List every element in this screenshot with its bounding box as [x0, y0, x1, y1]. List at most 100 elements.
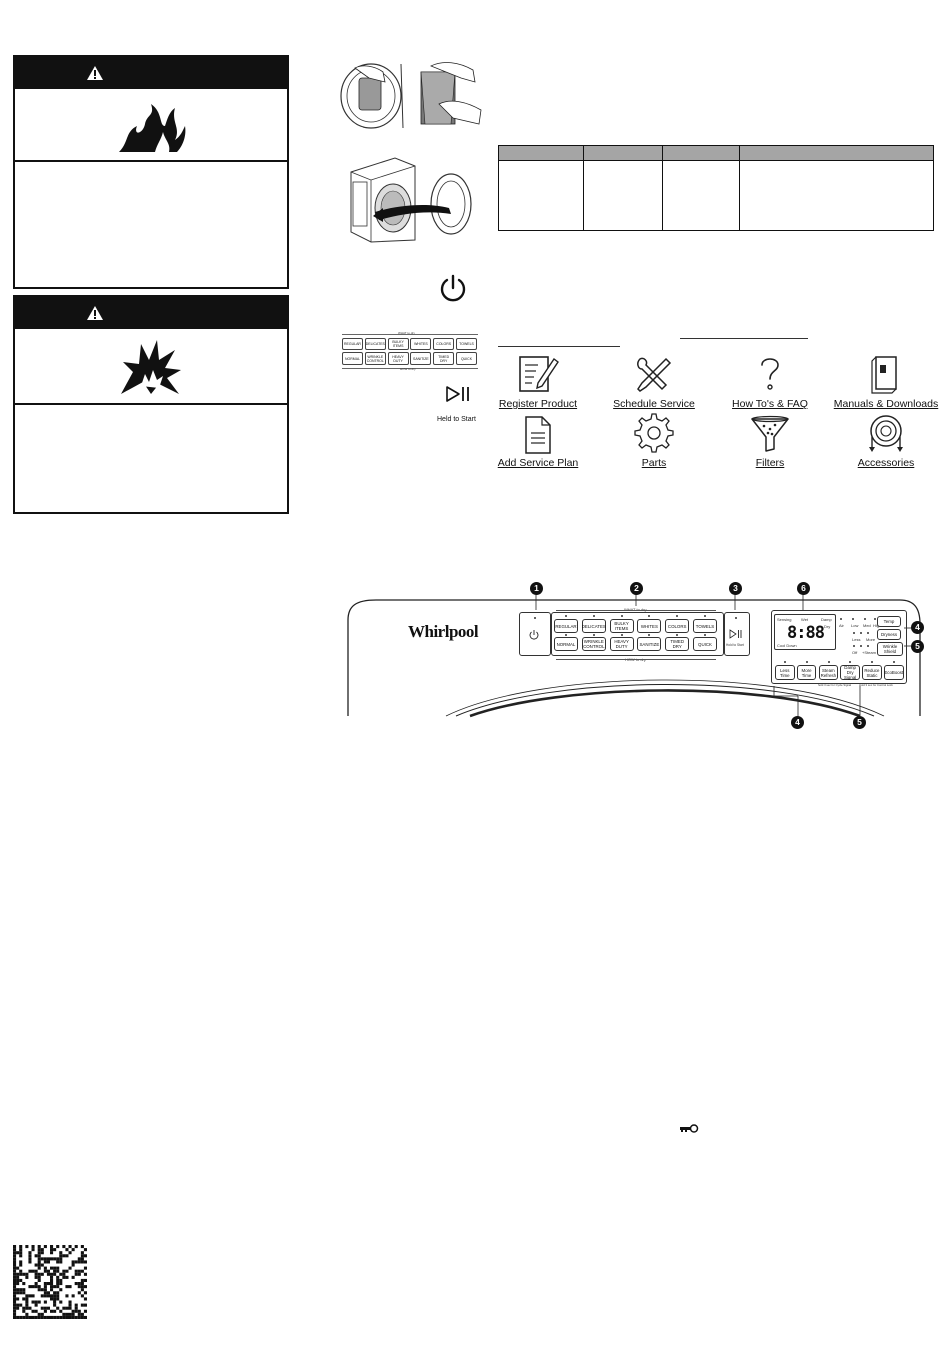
link-manuals-downloads[interactable]: Manuals & Downloads — [826, 352, 946, 412]
link-label[interactable]: Manuals & Downloads — [833, 398, 939, 410]
option-button[interactable]: Damp Dry Signal — [840, 665, 860, 680]
lint-screen-removal-illustration — [340, 62, 482, 129]
link-schedule-service[interactable]: Schedule Service — [594, 352, 714, 412]
document-icon — [525, 416, 551, 454]
power-icon — [440, 274, 466, 302]
cycle-button[interactable]: SANITIZE — [637, 637, 662, 651]
cycle-button[interactable]: QUICK — [693, 637, 717, 651]
option-led — [893, 661, 895, 663]
link-label[interactable]: Add Service Plan — [497, 457, 579, 469]
cycle-signal-note: hold 3 sec for Cycle Signal — [818, 683, 852, 687]
callout-badge: 5 — [911, 640, 924, 653]
options-frame — [771, 610, 907, 684]
time-readout: 8:88 — [787, 623, 825, 643]
fire-icon — [119, 103, 186, 152]
option-led — [849, 661, 852, 663]
option-button[interactable]: More Time — [796, 665, 817, 680]
cycle-button[interactable]: TOWELS — [693, 619, 717, 633]
strip-cycle-chip: NORMAL — [342, 352, 363, 365]
cycle-led — [592, 634, 595, 636]
strip-cycle-chip: BULKY ITEMS — [387, 338, 409, 350]
fire-pictogram — [15, 89, 287, 162]
section-rule — [680, 338, 808, 339]
control-lock-note: Hold 3 sec for Control Lock — [859, 683, 893, 687]
link-label[interactable]: Parts — [641, 457, 667, 469]
option-button[interactable]: Less Time — [775, 665, 795, 680]
link-how-tos-faq[interactable]: How To's & FAQ — [710, 352, 830, 412]
cycle-led — [704, 634, 706, 636]
strip-cycle-chip: SANITIZE — [410, 352, 432, 365]
dryness-button[interactable]: Dryness — [877, 629, 901, 640]
strip-cycle-chip: REGULAR — [342, 338, 363, 350]
cycle-led — [704, 615, 706, 617]
cycle-button[interactable]: NORMAL — [554, 637, 578, 651]
link-label[interactable]: How To's & FAQ — [732, 398, 808, 410]
callout-badge: 6 — [797, 582, 810, 595]
link-label[interactable]: Accessories — [857, 457, 915, 469]
cycle-button[interactable]: TIMED DRY — [665, 637, 690, 651]
hose-icon — [869, 415, 903, 452]
strip-cycle-chip: WHITES — [410, 338, 432, 350]
link-label[interactable]: Filters — [755, 457, 785, 469]
cycle-button[interactable]: BULKY ITEMS — [609, 619, 634, 633]
dryer-door-illustration — [350, 157, 472, 243]
wrinkle-shield-button[interactable]: Wrinkle Shield — [877, 642, 903, 656]
cycle-led — [565, 615, 567, 617]
temp-button[interactable]: Temp — [877, 616, 901, 627]
start-pause-button-icon[interactable] — [729, 629, 743, 639]
option-led — [827, 661, 830, 663]
option-button[interactable]: EcoBoost — [884, 665, 904, 680]
register-icon — [519, 356, 559, 392]
what-to-dry-label: WHAT to dry — [624, 607, 647, 612]
link-parts[interactable]: Parts — [594, 412, 714, 472]
cycle-led — [676, 634, 679, 636]
option-button[interactable]: Reduce Static — [862, 665, 882, 680]
cycle-button[interactable]: REGULAR — [554, 619, 578, 633]
strip-cycle-chip: TIMED DRY — [433, 352, 455, 365]
cycle-button[interactable]: DELICATES — [582, 619, 606, 633]
cycle-led — [565, 634, 567, 636]
link-accessories[interactable]: Accessories — [826, 412, 946, 472]
explosion-pictogram — [15, 329, 287, 405]
cycle-button[interactable]: WHITES — [637, 619, 662, 633]
warning-triangle-icon — [87, 66, 103, 80]
cycle-button[interactable]: HEAVY DUTY — [609, 637, 634, 651]
option-led — [871, 661, 874, 663]
link-add-service-plan[interactable]: Add Service Plan — [478, 412, 598, 472]
callout-badge: 5 — [853, 716, 866, 729]
cycle-led — [648, 615, 651, 617]
start-pause-icon — [446, 386, 469, 402]
table-row — [498, 160, 934, 231]
tools-icon — [637, 357, 672, 392]
link-filters[interactable]: Filters — [710, 412, 830, 472]
cycle-led — [676, 615, 679, 617]
link-label[interactable]: Schedule Service — [613, 398, 695, 410]
hold-to-start-label: Hold to Start — [726, 643, 744, 647]
gear-icon — [634, 413, 674, 453]
explosion-icon — [121, 340, 181, 394]
link-label[interactable]: Register Product — [498, 398, 578, 410]
cycle-led — [620, 615, 623, 617]
cycle-led — [648, 634, 651, 636]
callout-badge: 4 — [791, 716, 804, 729]
power-button-icon[interactable] — [528, 629, 540, 641]
hold-to-start-caption: Held to Start — [437, 416, 476, 423]
warning-triangle-icon — [87, 306, 103, 320]
link-register-product[interactable]: Register Product — [478, 352, 598, 412]
manual-icon — [871, 356, 897, 394]
start-button-frame — [724, 612, 750, 656]
section-rule — [498, 346, 620, 347]
cycle-button[interactable]: COLORS — [665, 619, 690, 633]
option-button[interactable]: Steam Refresh — [818, 665, 839, 680]
callout-badge: 4 — [911, 621, 924, 634]
cycle-button[interactable]: WRINKLE CONTROL — [581, 637, 606, 651]
power-led — [534, 617, 536, 619]
warning-header — [15, 297, 287, 329]
start-led — [735, 617, 737, 619]
brand-logo: Whirlpool — [408, 622, 479, 641]
strip-cycle-chip: QUICK — [456, 352, 477, 365]
filter-icon — [751, 415, 789, 452]
strip-cycle-chip: COLORS — [433, 338, 455, 350]
option-led — [784, 661, 786, 663]
